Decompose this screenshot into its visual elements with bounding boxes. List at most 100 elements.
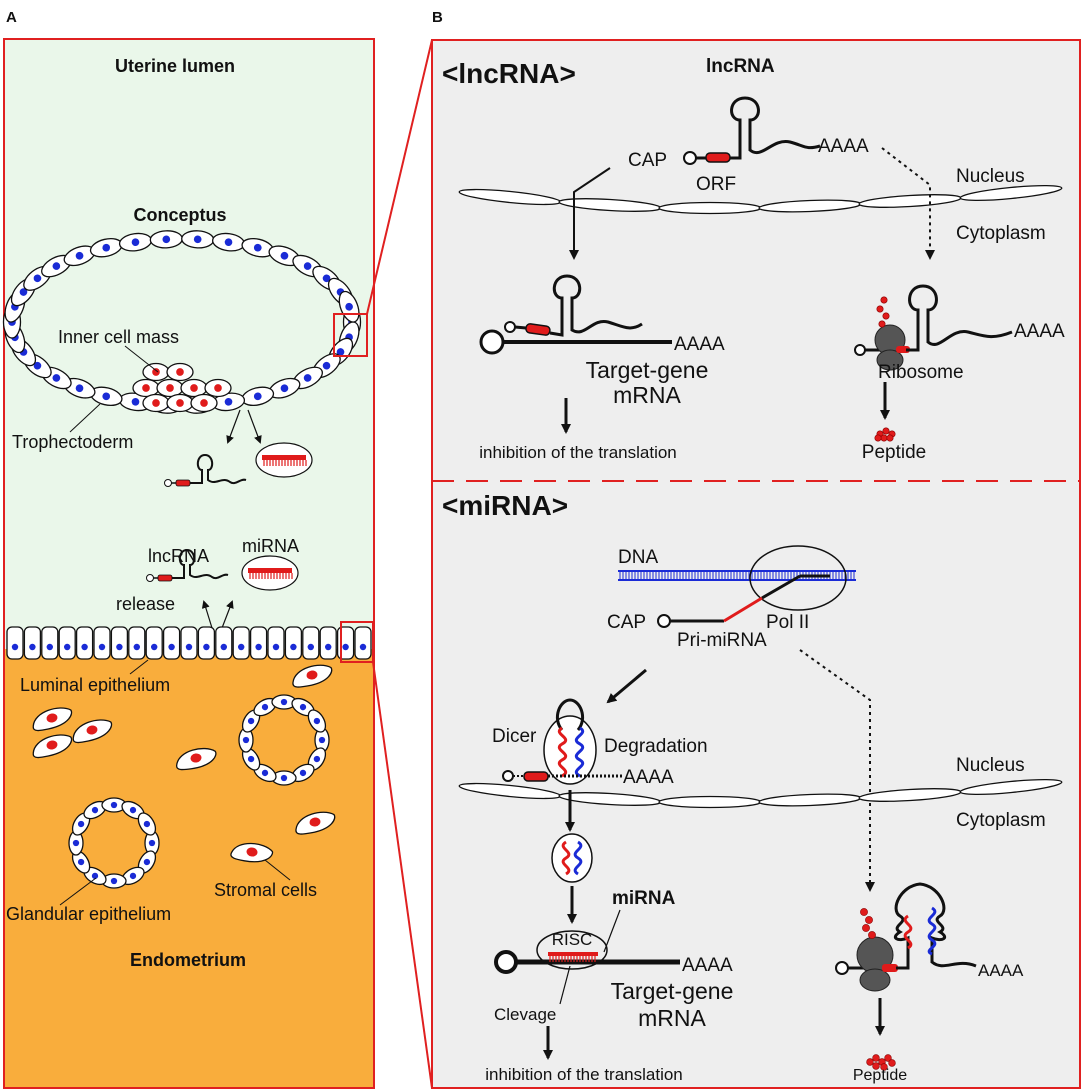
mirna-small-icon-1 bbox=[255, 442, 313, 478]
mirna-target-mrna-label: mRNA bbox=[638, 1005, 706, 1031]
pol2-complex bbox=[749, 545, 847, 611]
glandular-epithelial-cell bbox=[307, 709, 327, 733]
luminal-epithelial-cell bbox=[162, 626, 181, 660]
peptide-bead bbox=[888, 1059, 896, 1067]
peptide-bead bbox=[860, 908, 868, 916]
glandular-epithelial-cell bbox=[291, 763, 315, 783]
zoom-line-bottom bbox=[372, 661, 433, 1089]
gland-ring-lower bbox=[68, 797, 160, 889]
inner-cell-mass-pointer bbox=[124, 345, 159, 373]
glandular-epithelial-cell bbox=[121, 866, 145, 886]
luminal-epithelial-cell bbox=[215, 626, 233, 660]
luminal-epithelial-cell bbox=[110, 626, 129, 660]
luminal-epithelial-cell bbox=[232, 626, 250, 660]
trophectoderm-label: Trophectoderm bbox=[12, 432, 133, 452]
luminal-epithelial-cell bbox=[41, 626, 59, 660]
pri-mirna-label: Pri-miRNA bbox=[677, 630, 767, 651]
glandular-epithelial-cell bbox=[101, 873, 127, 889]
lncrna-cap-label: CAP bbox=[628, 150, 667, 171]
lncrna-nucleus-label: Nucleus bbox=[956, 166, 1025, 187]
peptide-bead bbox=[880, 296, 888, 304]
stromal-cell bbox=[230, 842, 274, 863]
glandular-epithelium-pointer bbox=[59, 877, 97, 906]
peptide-bead bbox=[862, 924, 870, 932]
luminal-epithelial-cell bbox=[267, 626, 285, 660]
luminal-epithelial-cell bbox=[23, 626, 42, 660]
zoom-line-top bbox=[366, 39, 433, 315]
peptide-bead bbox=[880, 1063, 888, 1071]
nuclear-membrane-lncrna bbox=[458, 184, 1063, 215]
stromal-cell bbox=[176, 747, 217, 771]
dicer-label: Dicer bbox=[492, 726, 537, 747]
luminal-epithelial-cell bbox=[75, 626, 94, 660]
lncrna-target-aaaa-label: AAAA bbox=[674, 334, 725, 355]
mirna-cap-label: CAP bbox=[607, 612, 646, 633]
trophectoderm-cell bbox=[241, 386, 275, 407]
trophectoderm-cell bbox=[149, 230, 183, 249]
glandular-epithelial-cell bbox=[121, 800, 145, 820]
release-label: release bbox=[116, 594, 175, 614]
target-gene-mrna-lncrna-complex bbox=[479, 274, 672, 355]
lncrna-small-icon-1 bbox=[164, 453, 247, 487]
pol2-label: Pol II bbox=[766, 612, 809, 633]
inner-cell bbox=[166, 362, 194, 382]
peptide-bead bbox=[880, 434, 888, 442]
zoom-box-trophectoderm bbox=[333, 313, 368, 357]
peptide-bead bbox=[865, 916, 873, 924]
nuclear-membrane-mirna bbox=[458, 778, 1063, 809]
inner-cell bbox=[156, 378, 184, 398]
stromal-cell bbox=[32, 734, 73, 759]
clevage-pointer bbox=[559, 965, 571, 1005]
peptide-bead bbox=[876, 305, 884, 313]
luminal-epithelial-cell bbox=[145, 626, 163, 660]
panel-b-label: B bbox=[432, 9, 443, 26]
stromal-cells-label: Stromal cells bbox=[214, 880, 317, 900]
lncrna-label-a: lncRNA bbox=[148, 546, 209, 566]
dna-label: DNA bbox=[618, 547, 658, 568]
inner-cell bbox=[180, 378, 208, 398]
peptide-bead bbox=[884, 1054, 892, 1062]
luminal-epithelial-cell bbox=[93, 626, 111, 660]
glandular-epithelial-cell bbox=[83, 800, 107, 820]
degraded-transcript bbox=[502, 770, 622, 782]
glandular-epithelial-cell bbox=[241, 747, 261, 771]
stromal-cell bbox=[292, 664, 333, 688]
peptide-bead bbox=[882, 427, 890, 435]
risc-target-mrna-complex bbox=[494, 930, 680, 974]
lncrna-target-gene-label: Target-gene bbox=[586, 357, 709, 383]
mirna-nucleus-label: Nucleus bbox=[956, 755, 1025, 776]
mirna-export-arrow-right bbox=[799, 649, 875, 892]
luminal-epithelial-cell bbox=[180, 626, 198, 660]
stromal-cell bbox=[295, 811, 336, 835]
lncrna-peptide-label: Peptide bbox=[862, 442, 926, 463]
luminal-epithelium-pointer bbox=[129, 659, 149, 675]
glandular-epithelial-cell bbox=[271, 770, 297, 786]
glandular-epithelium-label: Glandular epithelium bbox=[6, 904, 171, 924]
peptide-bead bbox=[886, 434, 894, 442]
luminal-epithelium-label: Luminal epithelium bbox=[20, 675, 170, 695]
inner-cell bbox=[142, 393, 170, 413]
clevage-label: Clevage bbox=[494, 1005, 556, 1024]
ribosome-label: Ribosome bbox=[878, 362, 964, 383]
degradation-label: Degradation bbox=[604, 736, 708, 757]
dicer-complex bbox=[543, 698, 597, 785]
pri-mirna-processing-arrow bbox=[606, 668, 647, 704]
risc-label: RISC bbox=[552, 930, 593, 949]
glandular-epithelial-cell bbox=[253, 697, 277, 717]
nuclear-membrane-segment bbox=[959, 778, 1063, 796]
nuclear-membrane-segment bbox=[658, 201, 762, 215]
peptide-bead bbox=[882, 312, 890, 320]
lncrna-peptide-beads bbox=[874, 427, 896, 442]
inner-cell bbox=[142, 362, 170, 382]
panel-a-frame bbox=[3, 38, 375, 1089]
panel-b-frame bbox=[431, 39, 1081, 1089]
uterine-lumen-region bbox=[4, 39, 374, 649]
lncrna-title: lncRNA bbox=[706, 56, 775, 77]
peptide-bead bbox=[872, 1054, 880, 1062]
luminal-epithelial-cell bbox=[128, 626, 146, 660]
blastocyst-trophectoderm-ring bbox=[2, 230, 362, 414]
lncrna-molecule-nuclear bbox=[683, 96, 821, 165]
luminal-epithelial-cell bbox=[58, 626, 76, 660]
glandular-epithelial-cell bbox=[68, 830, 84, 856]
lncrna-cytoplasm-label: Cytoplasm bbox=[956, 223, 1046, 244]
